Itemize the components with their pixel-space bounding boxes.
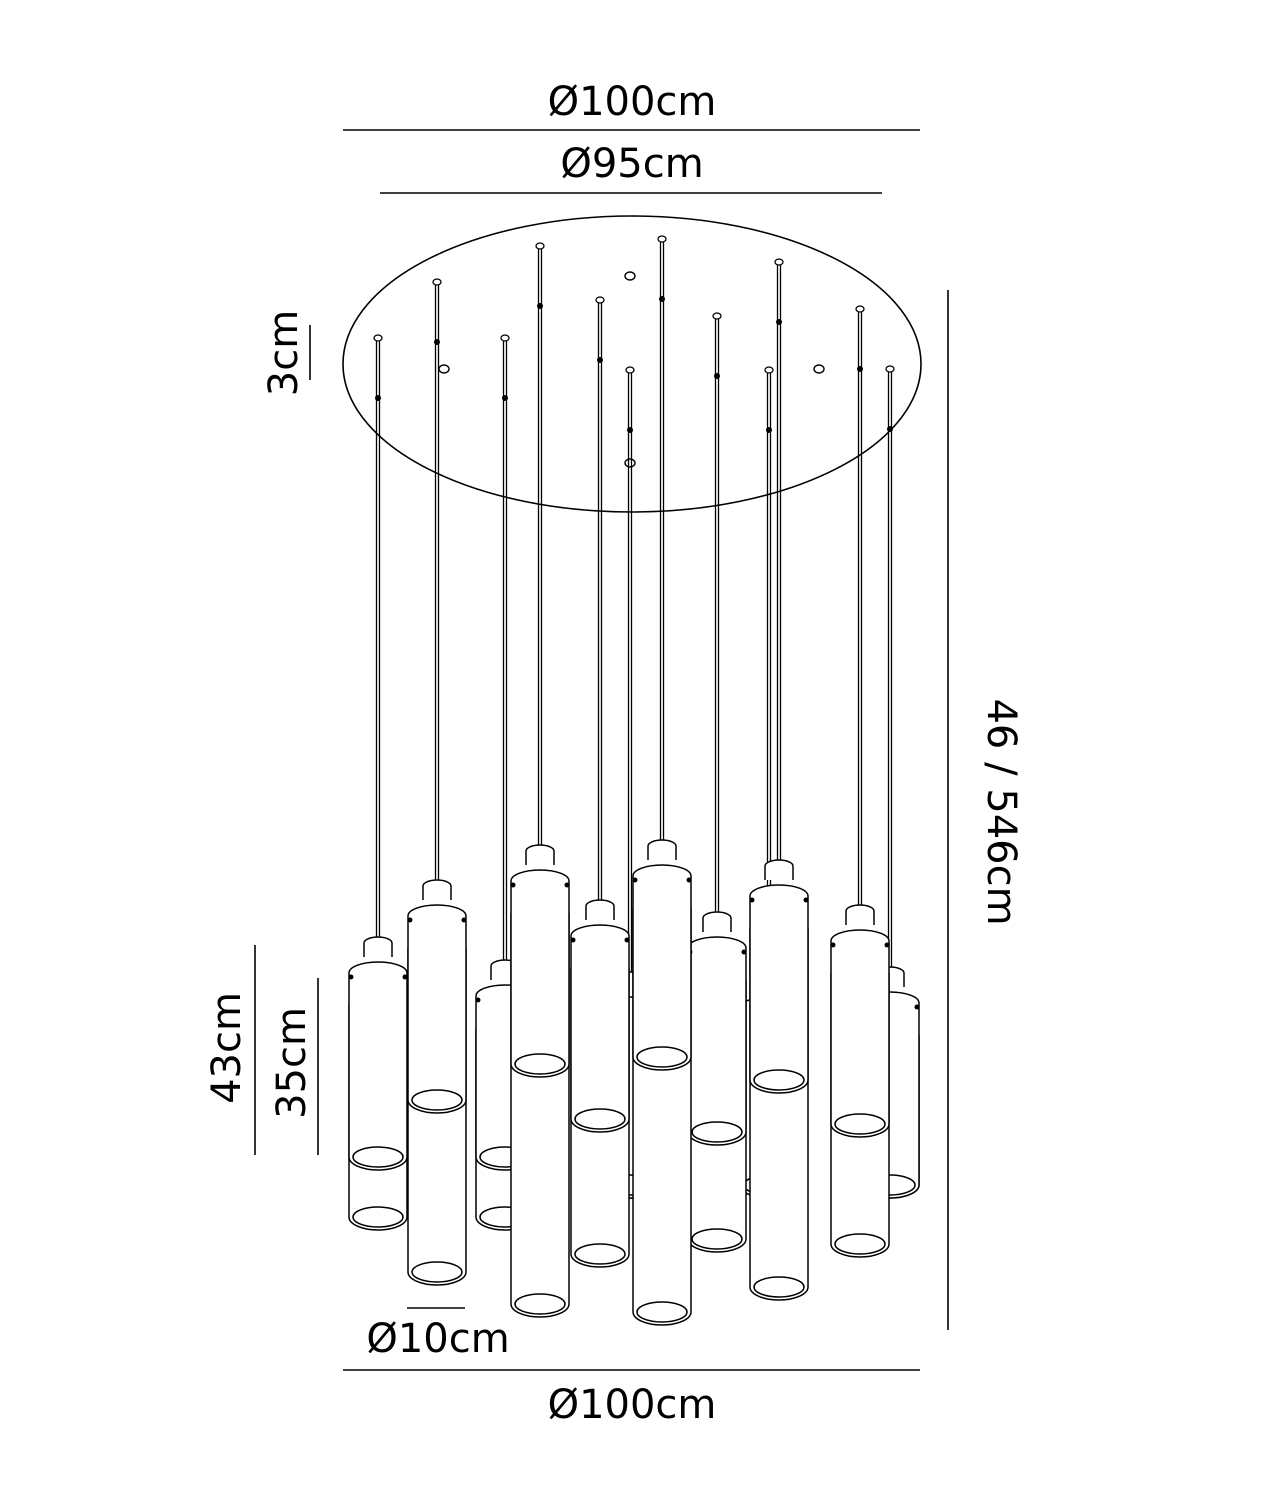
inner-shade <box>830 929 890 1138</box>
cable-anchor <box>764 366 774 374</box>
shade-screw <box>402 974 408 980</box>
cable-anchor <box>373 334 383 342</box>
inner-shade-opening <box>753 1069 805 1091</box>
inner-shade-opening <box>636 1046 688 1068</box>
shade-screw <box>407 917 413 923</box>
cable-grip-dot <box>502 395 508 401</box>
cable-grip-dot <box>627 427 633 433</box>
cable-grip-dot <box>375 395 381 401</box>
inner-shade <box>632 864 692 1071</box>
shade-screw <box>914 1004 920 1010</box>
outer-shade-opening <box>753 1276 805 1298</box>
cable-grip-dot <box>597 357 603 363</box>
shade-screw <box>830 942 836 948</box>
inner-shade-opening <box>691 1121 743 1143</box>
inner-shade <box>510 869 570 1078</box>
inner-shade-opening <box>411 1089 463 1111</box>
inner-shade-opening <box>514 1053 566 1075</box>
cable-anchor <box>500 334 510 342</box>
shade-screw <box>475 997 481 1003</box>
outer-shade-opening <box>691 1228 743 1250</box>
lamp-holder <box>363 936 393 957</box>
shade-screw <box>803 897 809 903</box>
pendant-light <box>570 296 630 1268</box>
lamp-holder <box>702 911 732 932</box>
shade-screw <box>348 974 354 980</box>
lamp-holder <box>764 859 794 880</box>
cable-grip-dot <box>857 366 863 372</box>
cable-grip-dot <box>659 296 665 302</box>
inner-shade-opening <box>834 1113 886 1135</box>
outer-shade-opening <box>636 1301 688 1323</box>
cable-anchor <box>535 242 545 250</box>
shade-screw <box>686 877 692 883</box>
inner-shade-opening <box>352 1146 404 1168</box>
pendant-light <box>830 305 890 1258</box>
cable-anchor <box>432 278 442 286</box>
inner-shade <box>749 884 809 1094</box>
shade-screw <box>884 942 890 948</box>
shade-screw <box>624 937 630 943</box>
shade-diameter-label: Ø10cm <box>366 1316 509 1362</box>
inner-shade <box>687 936 747 1146</box>
pendant-group <box>348 235 920 1326</box>
pendant-light <box>510 242 570 1318</box>
shade-screw <box>564 882 570 888</box>
cable-anchor <box>855 305 865 313</box>
short-shade-height-label: 35cm <box>269 1007 315 1119</box>
cable-grip-dot <box>776 319 782 325</box>
shade-screw <box>510 882 516 888</box>
pendant-light <box>348 334 408 1231</box>
outer-shade-opening <box>411 1261 463 1283</box>
cable-grip-dot <box>434 339 440 345</box>
pendant-light <box>632 235 692 1326</box>
long-shade-height-label: 43cm <box>204 992 250 1104</box>
pendant-light <box>687 312 747 1253</box>
pendant-light <box>749 258 809 1301</box>
cable-anchor <box>657 235 667 243</box>
shade-screw <box>749 897 755 903</box>
lamp-holder <box>525 844 555 865</box>
outer-shade-opening <box>574 1243 626 1265</box>
shade-screw <box>632 877 638 883</box>
shade-screw <box>741 949 747 955</box>
lamp-holder <box>422 879 452 900</box>
top-outer-diameter-label: Ø100cm <box>548 79 717 125</box>
lamp-holder <box>845 904 875 925</box>
outer-shade-opening <box>352 1206 404 1228</box>
cable-anchor <box>774 258 784 266</box>
cable-grip-dot <box>537 303 543 309</box>
drop-height-label: 46 / 546cm <box>978 698 1024 925</box>
cable-anchor <box>885 365 895 373</box>
canopy-thickness-label: 3cm <box>261 310 307 396</box>
pendant-light <box>407 278 467 1286</box>
cable-grip-dot <box>766 427 772 433</box>
inner-shade <box>348 961 408 1171</box>
outer-shade-opening <box>514 1293 566 1315</box>
lamp-holder <box>585 899 615 920</box>
cable-grip-dot <box>887 426 893 432</box>
cable-anchor <box>712 312 722 320</box>
cable-anchor <box>625 366 635 374</box>
top-canopy-diameter-label: Ø95cm <box>560 141 703 187</box>
shade-screw <box>461 917 467 923</box>
inner-shade-opening <box>574 1108 626 1130</box>
bottom-outer-diameter-label: Ø100cm <box>548 1382 717 1428</box>
outer-shade-opening <box>834 1233 886 1255</box>
lamp-holder <box>647 839 677 860</box>
inner-shade <box>570 924 630 1133</box>
canopy-mounting-holes <box>438 271 825 468</box>
cable-anchor <box>595 296 605 304</box>
inner-shade <box>407 904 467 1114</box>
cable-grip-dot <box>714 373 720 379</box>
shade-screw <box>570 937 576 943</box>
